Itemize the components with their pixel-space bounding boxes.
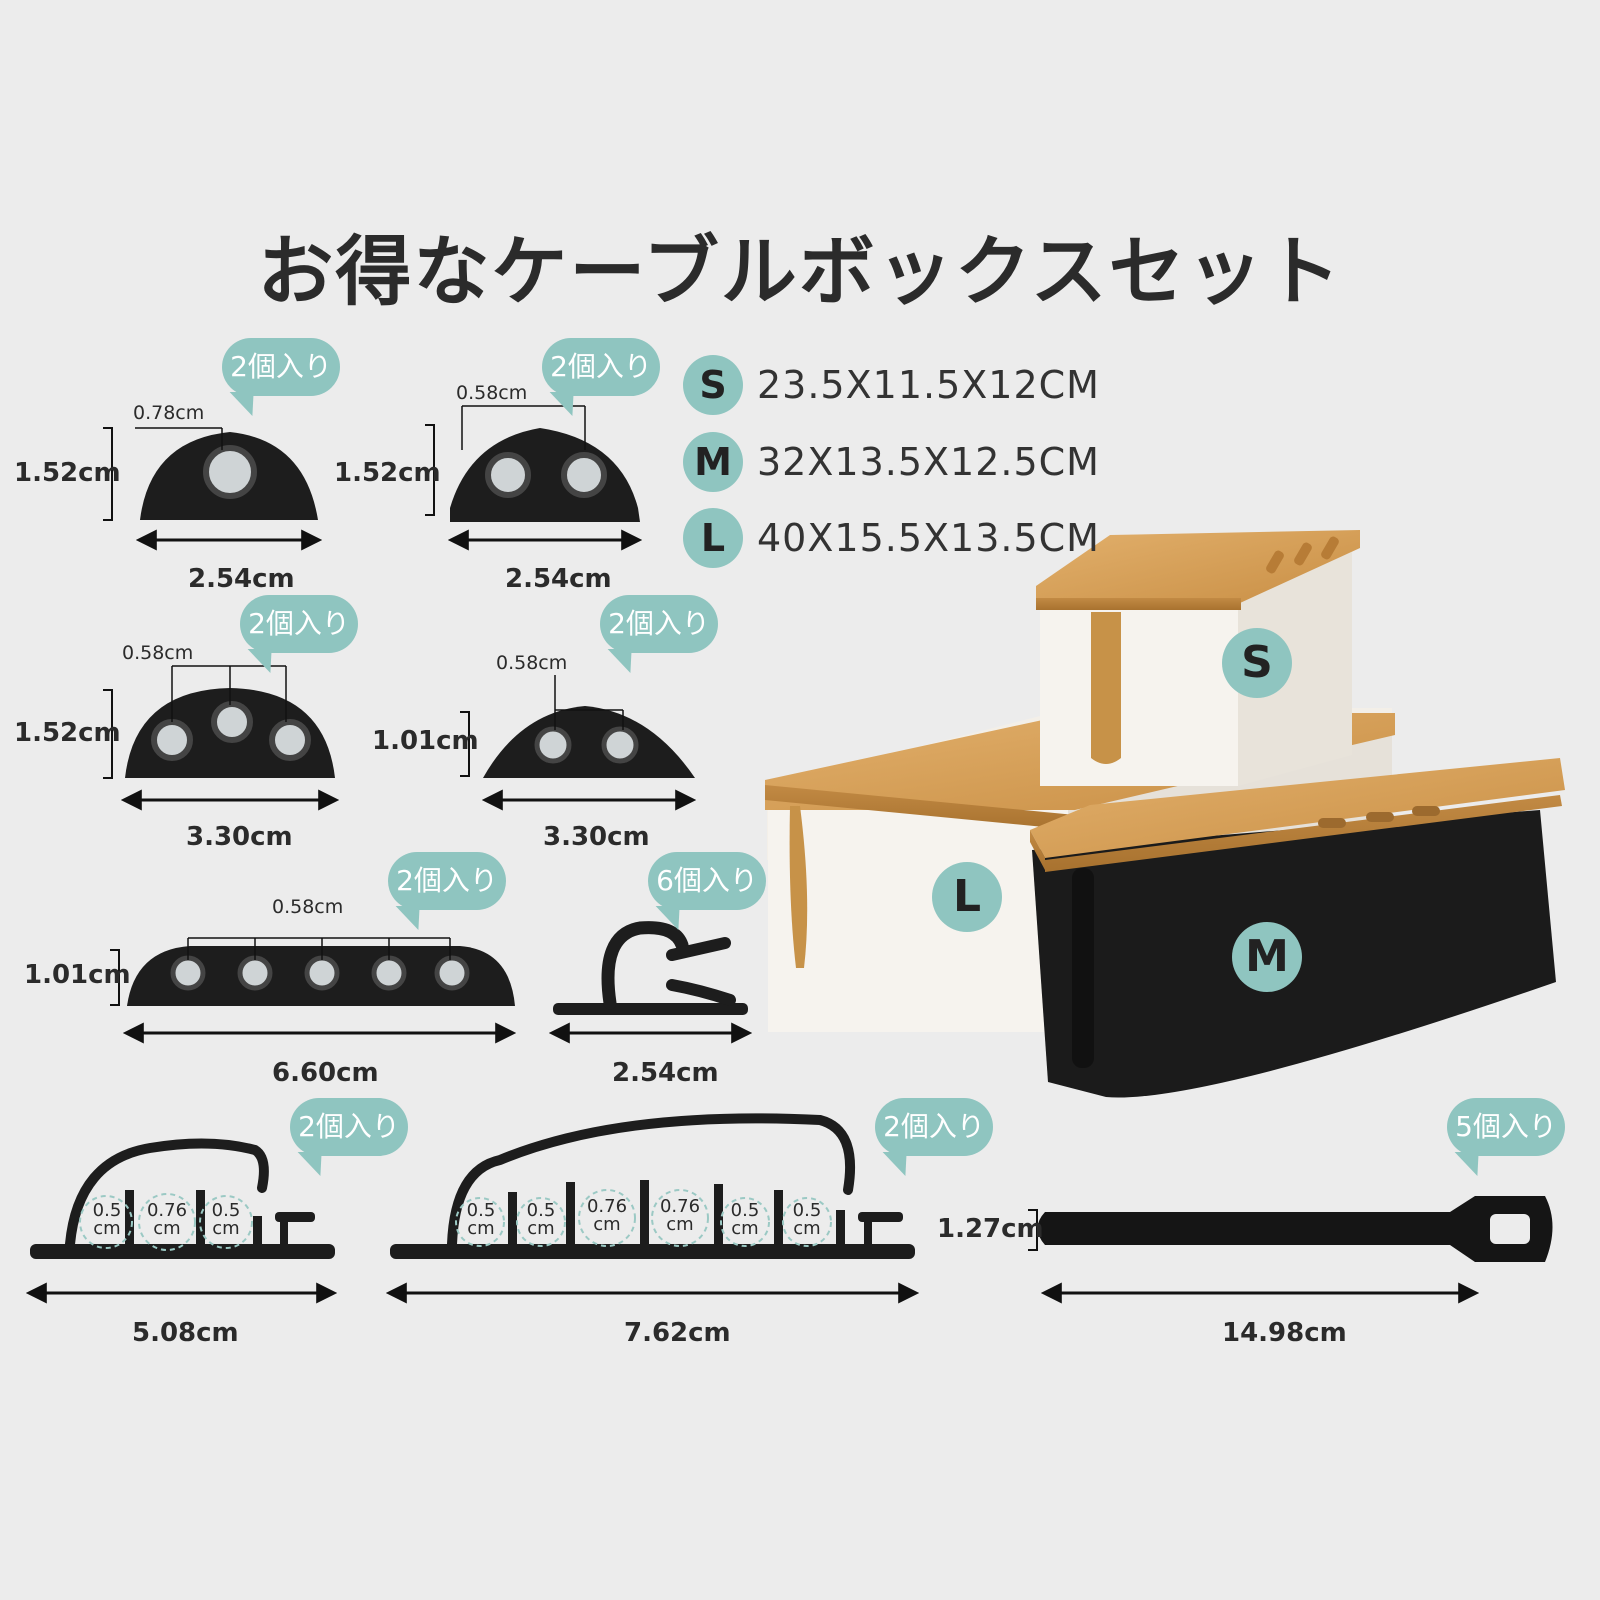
clip-single-hole [103,427,323,551]
width-label-clip-2: 2.54cm [505,564,612,594]
size-row-l: L 40X15.5X13.5CM [683,508,1100,568]
qty-badge-clip-2: 2個入り [542,338,660,396]
width-label-velcro: 14.98cm [1222,1318,1347,1348]
qty-badge-clip-5: 2個入り [388,852,506,910]
qty-badge-organizer-2: 2個入り [875,1098,993,1156]
slot-label-clip-5: 0.58cm [272,896,344,918]
height-label-velcro: 1.27cm [937,1214,1044,1244]
size-dims-l: 40X15.5X13.5CM [757,516,1100,560]
qty-badge-clip-4: 2個入り [600,595,718,653]
size-letter-s: S [683,355,743,415]
slot-label-clip-1: 0.78cm [133,402,205,424]
size-dims-s: 23.5X11.5X12CM [757,363,1100,407]
size-letter-m: M [683,432,743,492]
width-label-clip-4: 3.30cm [543,822,650,852]
qty-badge-clip-6: 6個入り [648,852,766,910]
slot-label-clip-4: 0.58cm [496,652,568,674]
height-label-clip-3: 1.52cm [14,718,121,748]
page-title: お得なケーブルボックスセット [257,227,1343,316]
width-label-organizer-1: 5.08cm [132,1318,239,1348]
clip-two-hole-low [460,675,697,811]
qty-badge-clip-3: 2個入り [240,595,358,653]
slot-label-clip-3: 0.58cm [122,642,194,664]
box-label-l: L [932,862,1002,932]
clip-five-hole [110,937,517,1044]
clip-two-hole-angled [425,405,643,551]
size-row-s: S 23.5X11.5X12CM [683,355,1100,415]
qty-badge-clip-1: 2個入り [222,338,340,396]
cable-organizer-large [385,1113,920,1304]
height-label-clip-4: 1.01cm [372,726,479,756]
size-letter-l: L [683,508,743,568]
clip-three-hole [103,665,340,811]
height-label-clip-5: 1.01cm [24,960,131,990]
cable-box-s [1036,530,1360,786]
cable-organizer-small [25,1138,338,1304]
size-dims-m: 32X13.5X12.5CM [757,440,1100,484]
width-label-clip-1: 2.54cm [188,564,295,594]
height-label-clip-1: 1.52cm [14,458,121,488]
clip-hook [548,921,753,1044]
velcro-strap [1028,1196,1553,1304]
box-label-m: M [1232,922,1302,992]
cable-box-m [1030,758,1565,1098]
width-label-clip-6: 2.54cm [612,1058,719,1088]
slot-label-clip-2: 0.58cm [456,382,528,404]
width-label-clip-5: 6.60cm [272,1058,379,1088]
qty-badge-velcro: 5個入り [1447,1098,1565,1156]
box-label-s: S [1222,628,1292,698]
size-row-m: M 32X13.5X12.5CM [683,432,1100,492]
qty-badge-organizer-1: 2個入り [290,1098,408,1156]
width-label-clip-3: 3.30cm [186,822,293,852]
height-label-clip-2: 1.52cm [334,458,441,488]
width-label-organizer-2: 7.62cm [624,1318,731,1348]
